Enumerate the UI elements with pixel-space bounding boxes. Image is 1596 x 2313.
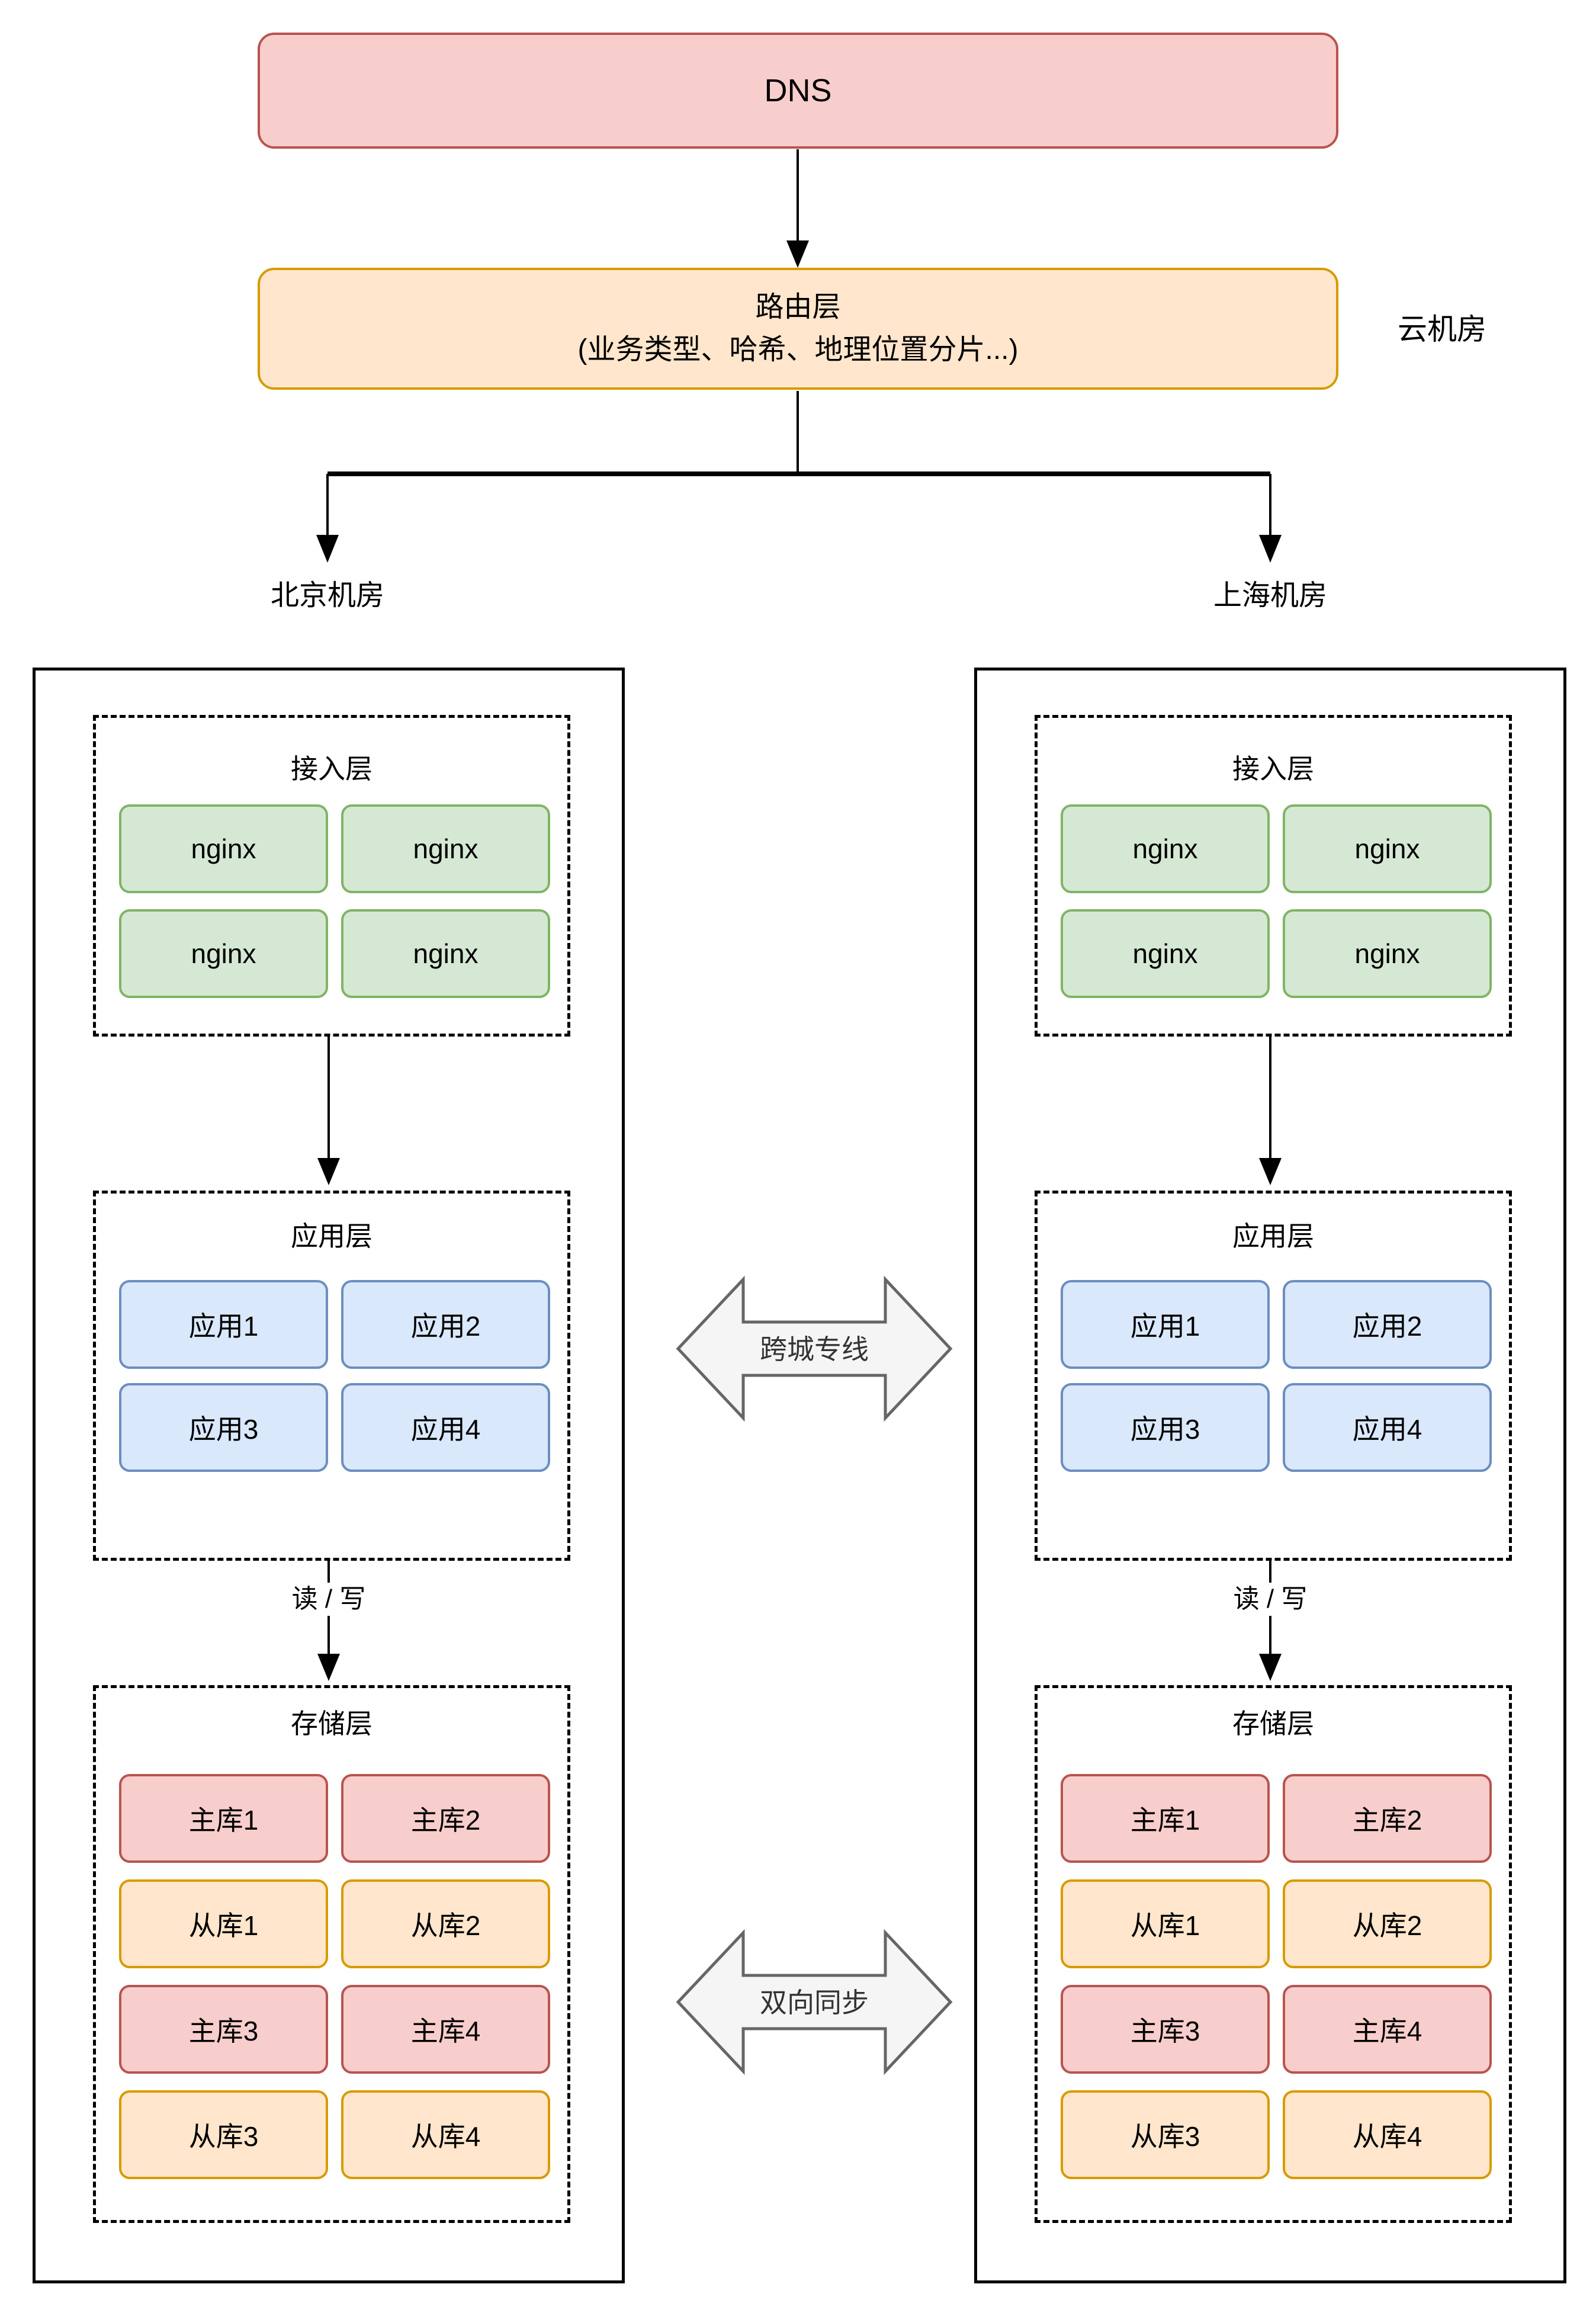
routing-title: 路由层 [755, 291, 841, 323]
master-db-node: 主库2 [1283, 1774, 1492, 1863]
master-db-node: 主库3 [119, 1985, 328, 2074]
app-layer-title: 应用层 [1232, 1221, 1314, 1252]
storage-layer-title: 存储层 [291, 1708, 372, 1739]
slave-db-node: 从库3 [1061, 2090, 1270, 2179]
master-db-node: 主库4 [341, 1985, 550, 2074]
nginx-node: nginx [119, 804, 328, 893]
cross-city-line-label: 跨城专线 [760, 1334, 869, 1365]
app-node: 应用1 [119, 1280, 328, 1369]
nginx-node: nginx [1283, 804, 1492, 893]
app-to-storage-arrowhead-icon-beijing [317, 1654, 340, 1681]
app-node: 应用4 [341, 1383, 550, 1472]
read-write-label-shanghai: 读 / 写 [977, 1583, 1563, 1616]
bidirectional-sync-label: 双向同步 [760, 1987, 869, 2018]
master-db-node: 主库1 [119, 1774, 328, 1863]
nginx-node: nginx [1283, 909, 1492, 998]
datacenter-box-shanghai: 接入层 nginx nginx nginx nginx 应用层 应用1 应用2 … [974, 668, 1566, 2283]
branch-left-arrowhead-icon [316, 535, 339, 563]
app-node: 应用3 [1061, 1383, 1270, 1472]
slave-db-node: 从库2 [341, 1879, 550, 1968]
read-write-label-beijing: 读 / 写 [36, 1583, 622, 1616]
slave-db-node: 从库1 [119, 1879, 328, 1968]
nginx-node: nginx [119, 909, 328, 998]
master-db-node: 主库2 [341, 1774, 550, 1863]
access-layer-shanghai: 接入层 nginx nginx nginx nginx [1035, 715, 1512, 1037]
access-to-app-arrowhead-icon-beijing [317, 1158, 340, 1185]
routing-subtitle: (业务类型、哈希、地理位置分片...) [577, 334, 1019, 365]
master-db-node: 主库3 [1061, 1985, 1270, 2074]
app-node: 应用3 [119, 1383, 328, 1472]
nginx-node: nginx [1061, 804, 1270, 893]
app-node: 应用1 [1061, 1280, 1270, 1369]
bidirectional-sync-double-arrow-icon [676, 1929, 953, 2075]
storage-layer-title: 存储层 [1232, 1708, 1314, 1739]
storage-layer-beijing: 存储层 主库1 主库2 从库1 从库2 主库3 主库4 从库3 从库4 [93, 1685, 570, 2223]
access-to-app-arrowhead-icon-shanghai [1259, 1158, 1282, 1185]
master-db-node: 主库4 [1283, 1985, 1492, 2074]
routing-layer-box: 路由层 (业务类型、哈希、地理位置分片...) [258, 268, 1338, 390]
app-node: 应用2 [1283, 1280, 1492, 1369]
app-layer-beijing: 应用层 应用1 应用2 应用3 应用4 [93, 1191, 570, 1561]
access-layer-title: 接入层 [1232, 753, 1314, 784]
app-layer-shanghai: 应用层 应用1 应用2 应用3 应用4 [1035, 1191, 1512, 1561]
app-node: 应用4 [1283, 1383, 1492, 1472]
access-layer-beijing: 接入层 nginx nginx nginx nginx [93, 715, 570, 1037]
master-db-node: 主库1 [1061, 1774, 1270, 1863]
dns-box: DNS [258, 33, 1338, 149]
nginx-node: nginx [341, 909, 550, 998]
dns-label: DNS [764, 73, 832, 108]
app-node: 应用2 [341, 1280, 550, 1369]
nginx-node: nginx [341, 804, 550, 893]
shanghai-room-label: 上海机房 [1213, 580, 1327, 611]
slave-db-node: 从库4 [1283, 2090, 1492, 2179]
beijing-room-label: 北京机房 [270, 580, 384, 611]
datacenter-box-beijing: 接入层 nginx nginx nginx nginx 应用层 应用1 应用2 … [33, 668, 625, 2283]
slave-db-node: 从库4 [341, 2090, 550, 2179]
access-layer-title: 接入层 [291, 753, 372, 784]
app-layer-title: 应用层 [291, 1221, 372, 1252]
dns-to-routing-arrowhead-icon [786, 240, 809, 268]
branch-right-arrowhead-icon [1259, 535, 1282, 563]
slave-db-node: 从库1 [1061, 1879, 1270, 1968]
cloud-room-label: 云机房 [1398, 313, 1486, 346]
storage-layer-shanghai: 存储层 主库1 主库2 从库1 从库2 主库3 主库4 从库3 从库4 [1035, 1685, 1512, 2223]
slave-db-node: 从库2 [1283, 1879, 1492, 1968]
slave-db-node: 从库3 [119, 2090, 328, 2179]
cross-city-double-arrow-icon [676, 1275, 953, 1422]
app-to-storage-arrowhead-icon-shanghai [1259, 1654, 1282, 1681]
nginx-node: nginx [1061, 909, 1270, 998]
